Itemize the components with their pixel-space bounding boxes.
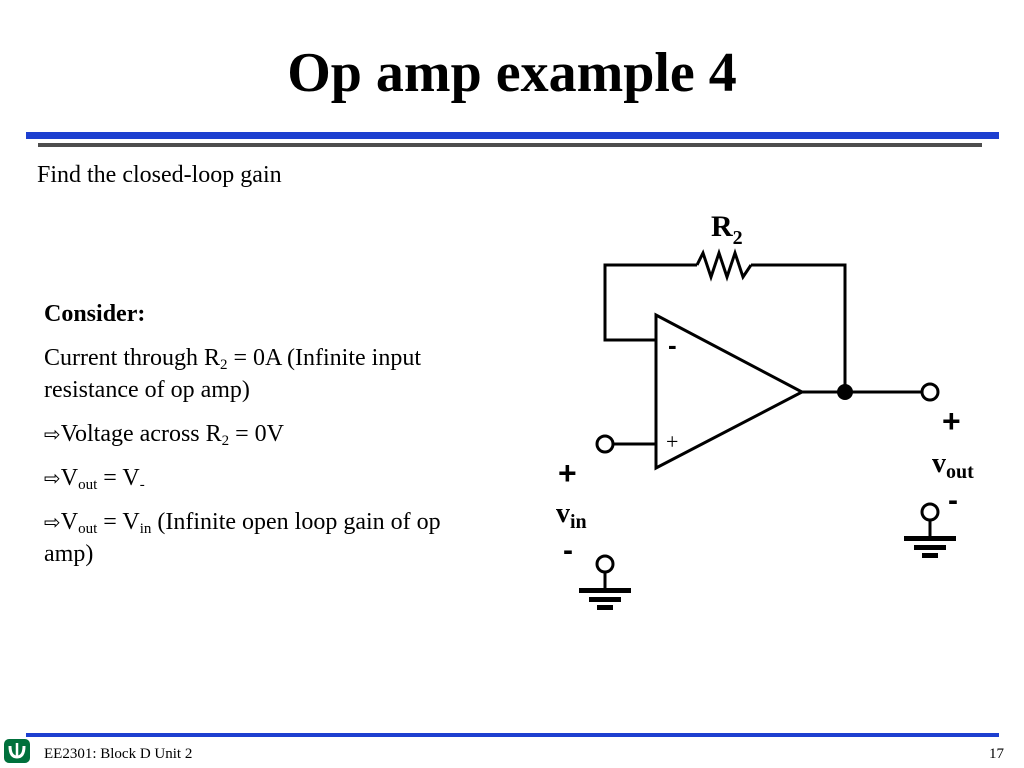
noninverting-input-sign: +: [666, 429, 678, 454]
page-number: 17: [989, 746, 1004, 762]
inverting-input-sign: -: [668, 330, 677, 360]
explanation-block: Consider: Current through R2 = 0A (Infin…: [44, 298, 444, 582]
vin-minus-sign: -: [563, 534, 573, 567]
implies-arrow-icon: ⇨: [44, 422, 61, 446]
vin-plus-sign: +: [558, 455, 577, 491]
vout-plus-sign: +: [942, 403, 961, 439]
vout-label: vout: [932, 448, 974, 483]
output-junction-dot: [837, 384, 853, 400]
title-rule-gray: [38, 143, 982, 147]
feedback-wire-right: [751, 263, 847, 392]
r2-label: R2: [711, 210, 743, 249]
statement-vout-vin: ⇨Vout = Vin (Infinite open loop gain of …: [44, 509, 441, 567]
implies-arrow-icon: ⇨: [44, 510, 61, 534]
title-rule-blue: [26, 132, 999, 139]
feedback-wire-left: [603, 263, 697, 342]
subtitle: Find the closed-loop gain: [37, 162, 282, 188]
implies-arrow-icon: ⇨: [44, 466, 61, 490]
vin-label: vin: [556, 498, 587, 533]
statement-current: Current through R2 = 0A (Infinite input …: [44, 345, 421, 403]
resistor-r2: [695, 248, 753, 282]
statement-voltage: ⇨Voltage across R2 = 0V: [44, 421, 285, 449]
statement-vout-vminus: ⇨Vout = V-: [44, 465, 145, 493]
vin-ground-terminal: [595, 554, 615, 574]
ground-icon: [904, 536, 956, 558]
footer-course: EE2301: Block D Unit 2: [44, 746, 193, 762]
slide-title: Op amp example 4: [287, 42, 737, 104]
output-terminal: [920, 382, 940, 402]
footer-rule: [26, 733, 999, 737]
vin-terminal: [595, 434, 615, 454]
op-amp-triangle: [654, 312, 806, 471]
university-logo-icon: [4, 739, 30, 763]
vout-ground-terminal: [920, 502, 940, 522]
ground-icon: [579, 588, 631, 610]
consider-heading: Consider:: [44, 301, 146, 327]
vout-minus-sign: -: [948, 484, 958, 517]
